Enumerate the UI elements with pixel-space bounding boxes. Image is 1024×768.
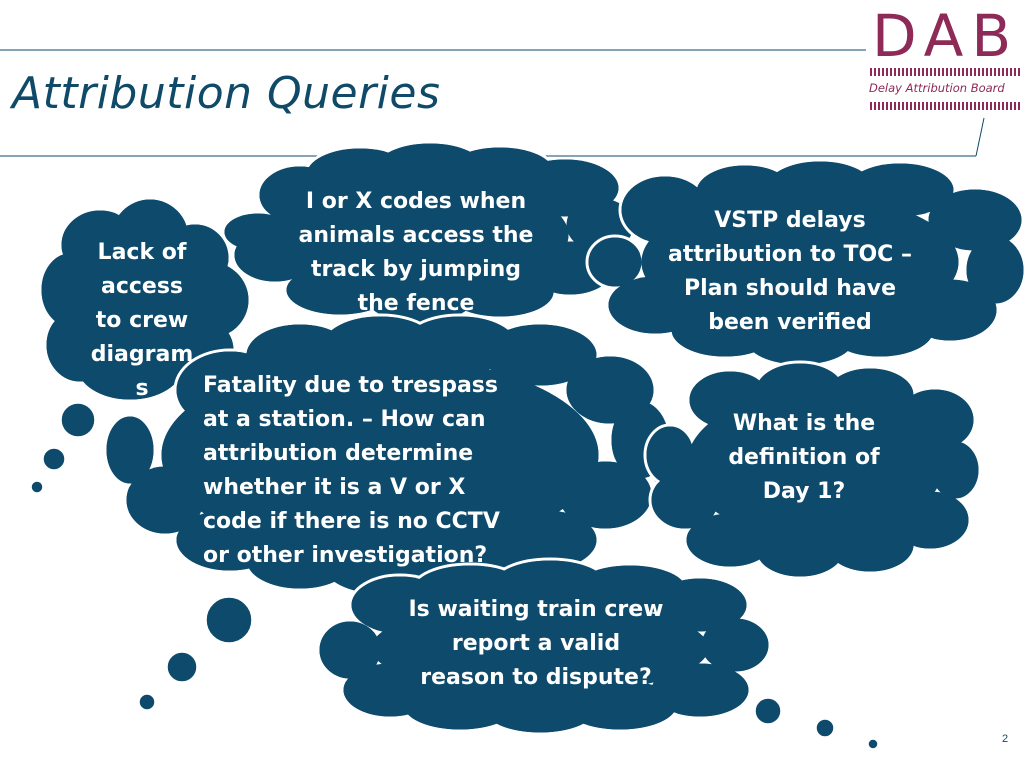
cloud-text-animals: I or X codes when animals access the tra… (298, 189, 534, 316)
cloud-text-day1: What is the definition of Day 1? (728, 411, 880, 504)
logo-letters: DAB (872, 2, 1020, 70)
thought-bubble (205, 596, 253, 644)
thought-bubble (166, 651, 198, 683)
cloud-text-lack-of-access: Lack of access to crew diagram s (90, 240, 194, 401)
cloud-text-fatality: Fatality due to trespass at a station. –… (203, 373, 500, 568)
cloud-lack-of-access (30, 196, 252, 494)
thought-bubble (60, 402, 96, 438)
cloud-day1 (643, 360, 982, 580)
dab-logo: DAB Delay Attribution Board (866, 2, 1024, 114)
page-number: 2 (1002, 733, 1009, 745)
thought-bubble (30, 480, 44, 494)
logo-stripes-bottom (870, 102, 1020, 110)
cloud-vstp (585, 158, 1024, 368)
logo-subtitle: Delay Attribution Board (869, 81, 1005, 95)
cloud-text-train-crew: Is waiting train crew report a valid rea… (408, 597, 664, 690)
thought-bubble (754, 697, 782, 725)
thought-bubble (815, 718, 835, 738)
frame-line (975, 117, 985, 157)
thought-bubble (867, 738, 879, 750)
thought-bubble (138, 693, 156, 711)
cloud-text-vstp: VSTP delays attribution to TOC – Plan sh… (668, 208, 912, 335)
thought-bubble (42, 447, 66, 471)
logo-stripes-top (870, 68, 1020, 76)
cloud-train-crew (316, 557, 879, 750)
clouds (30, 140, 1024, 750)
slide-title: Attribution Queries (12, 68, 441, 119)
cloud-animals (221, 140, 637, 452)
